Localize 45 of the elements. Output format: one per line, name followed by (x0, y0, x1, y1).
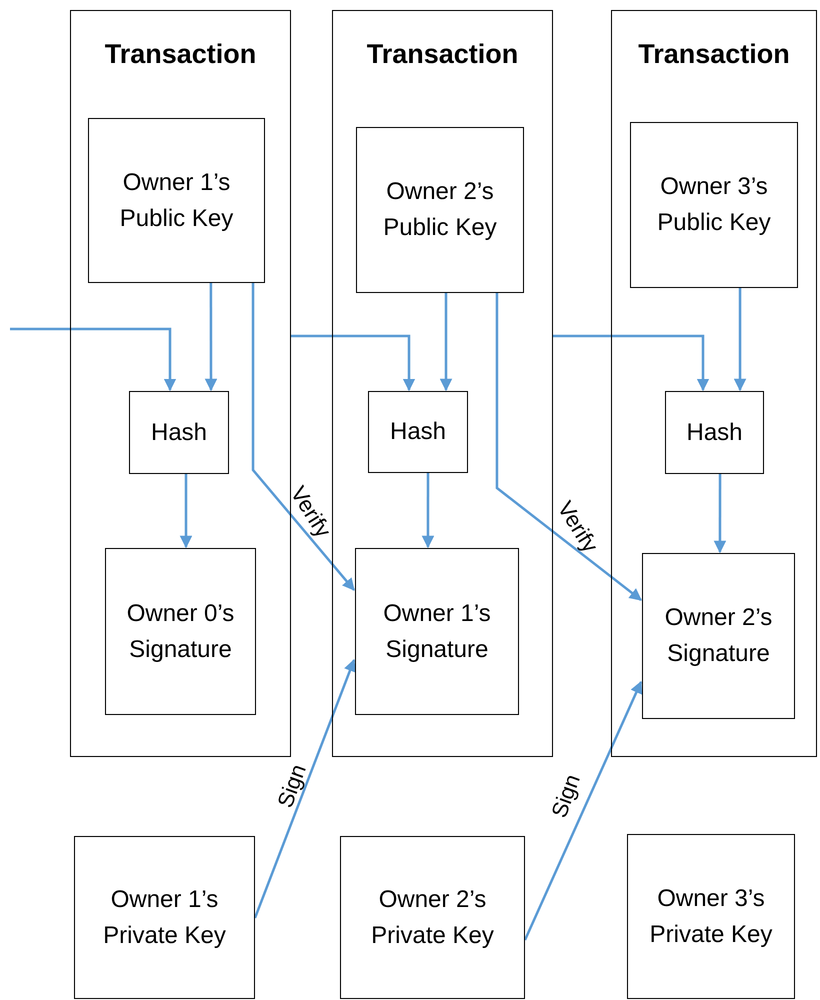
transaction-panel (611, 10, 817, 757)
box-label: Owner 3’s Private Key (648, 884, 774, 950)
arrow (524, 680, 642, 940)
panel-title: Transaction (104, 39, 258, 70)
key-box (665, 391, 764, 474)
box-label: Hash (686, 418, 743, 448)
arrow (734, 287, 746, 392)
key-box (88, 118, 265, 283)
arrow (10, 328, 176, 392)
edge-label: Sign (546, 770, 586, 822)
arrow (180, 473, 192, 548)
key-box (129, 391, 229, 474)
box-label: Owner 1’s Signature (382, 598, 492, 664)
box-label: Owner 2’s Signature (664, 603, 774, 669)
key-box (642, 553, 795, 719)
key-box (355, 548, 519, 715)
box-label: Owner 2’s Private Key (370, 884, 495, 950)
transaction-panel (332, 10, 553, 757)
box-label: Owner 2’s Public Key (382, 177, 498, 243)
arrow (291, 334, 416, 392)
box-label: Owner 1’s Public Key (118, 168, 234, 234)
box-label: Owner 0’s Signature (126, 598, 236, 664)
transaction-panel (70, 10, 291, 757)
arrow (440, 292, 452, 392)
key-box (627, 834, 795, 999)
key-box (630, 122, 798, 288)
box-label: Owner 1’s Private Key (102, 884, 227, 950)
box-label: Hash (390, 417, 446, 447)
box-label: Owner 3’s Public Key (656, 172, 772, 238)
key-box (368, 391, 468, 473)
panel-title: Transaction (366, 39, 520, 70)
edge-label: Sign (272, 760, 312, 812)
key-box (74, 836, 255, 999)
arrow (422, 472, 434, 548)
panel-title: Transaction (637, 39, 791, 70)
key-box (356, 127, 524, 293)
box-label: Hash (150, 418, 208, 448)
key-box (340, 836, 525, 999)
key-box (105, 548, 256, 715)
arrow (714, 473, 726, 554)
arrow (496, 292, 642, 601)
arrow (254, 658, 356, 918)
arrow (252, 282, 355, 591)
arrow (553, 334, 710, 392)
arrow (204, 282, 218, 392)
